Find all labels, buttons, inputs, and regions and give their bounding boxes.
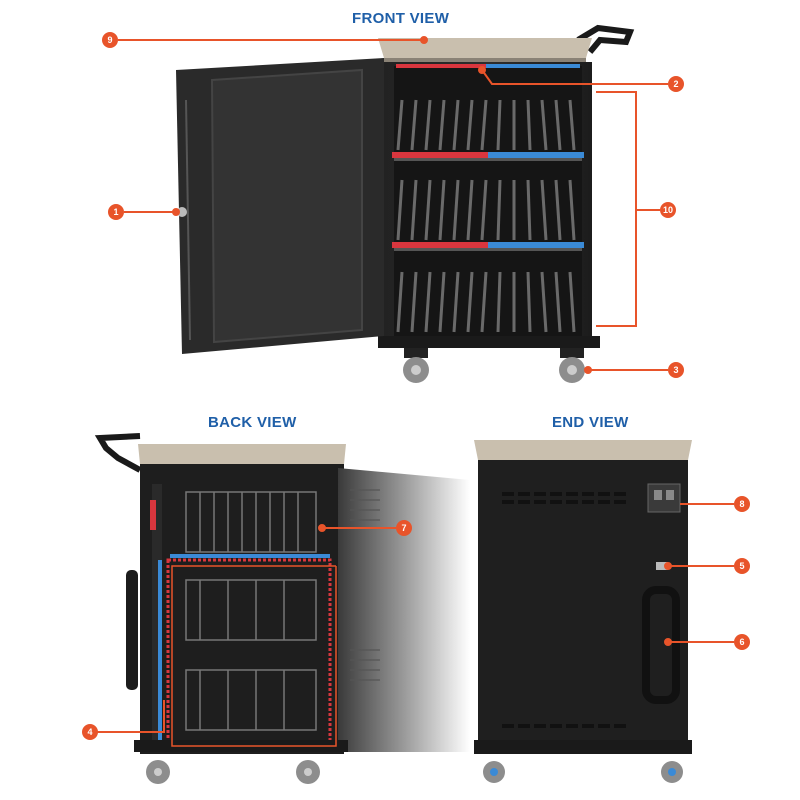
- end-view-title: END VIEW: [552, 414, 629, 431]
- cart-top-surface: [138, 444, 346, 464]
- shelf-label-strip: [392, 152, 488, 158]
- callout-4: 4: [82, 724, 98, 740]
- cart-top-surface: [378, 38, 592, 58]
- cord-wrap-handle-icon: [642, 586, 680, 704]
- back-view-title: BACK VIEW: [208, 414, 297, 431]
- cart-top-surface: [474, 440, 692, 460]
- lock-icon: [177, 207, 187, 217]
- caster-wheel-icon: [146, 760, 320, 784]
- callout-5: 5: [734, 558, 750, 574]
- callout-8: 8: [734, 496, 750, 512]
- cart-handle: [576, 24, 635, 54]
- shelf-label-strip: [392, 242, 488, 248]
- cart-handle: [94, 433, 142, 473]
- callout-10: 10: [660, 202, 676, 218]
- end-view-cart: [474, 440, 692, 783]
- callout-2: 2: [668, 76, 684, 92]
- caster-wheel-icon: [483, 761, 683, 783]
- callout-1: 1: [108, 204, 124, 220]
- back-view-cart: [94, 433, 470, 784]
- callout-9: 9: [102, 32, 118, 48]
- front-view-title: FRONT VIEW: [352, 10, 450, 27]
- outlet-icon: [647, 483, 681, 513]
- callout-3: 3: [668, 362, 684, 378]
- callout-6: 6: [734, 634, 750, 650]
- power-strip: [152, 484, 162, 744]
- front-view-cart: [164, 24, 635, 383]
- caster-wheel-icon: [403, 348, 585, 383]
- callout-7: 7: [396, 520, 412, 536]
